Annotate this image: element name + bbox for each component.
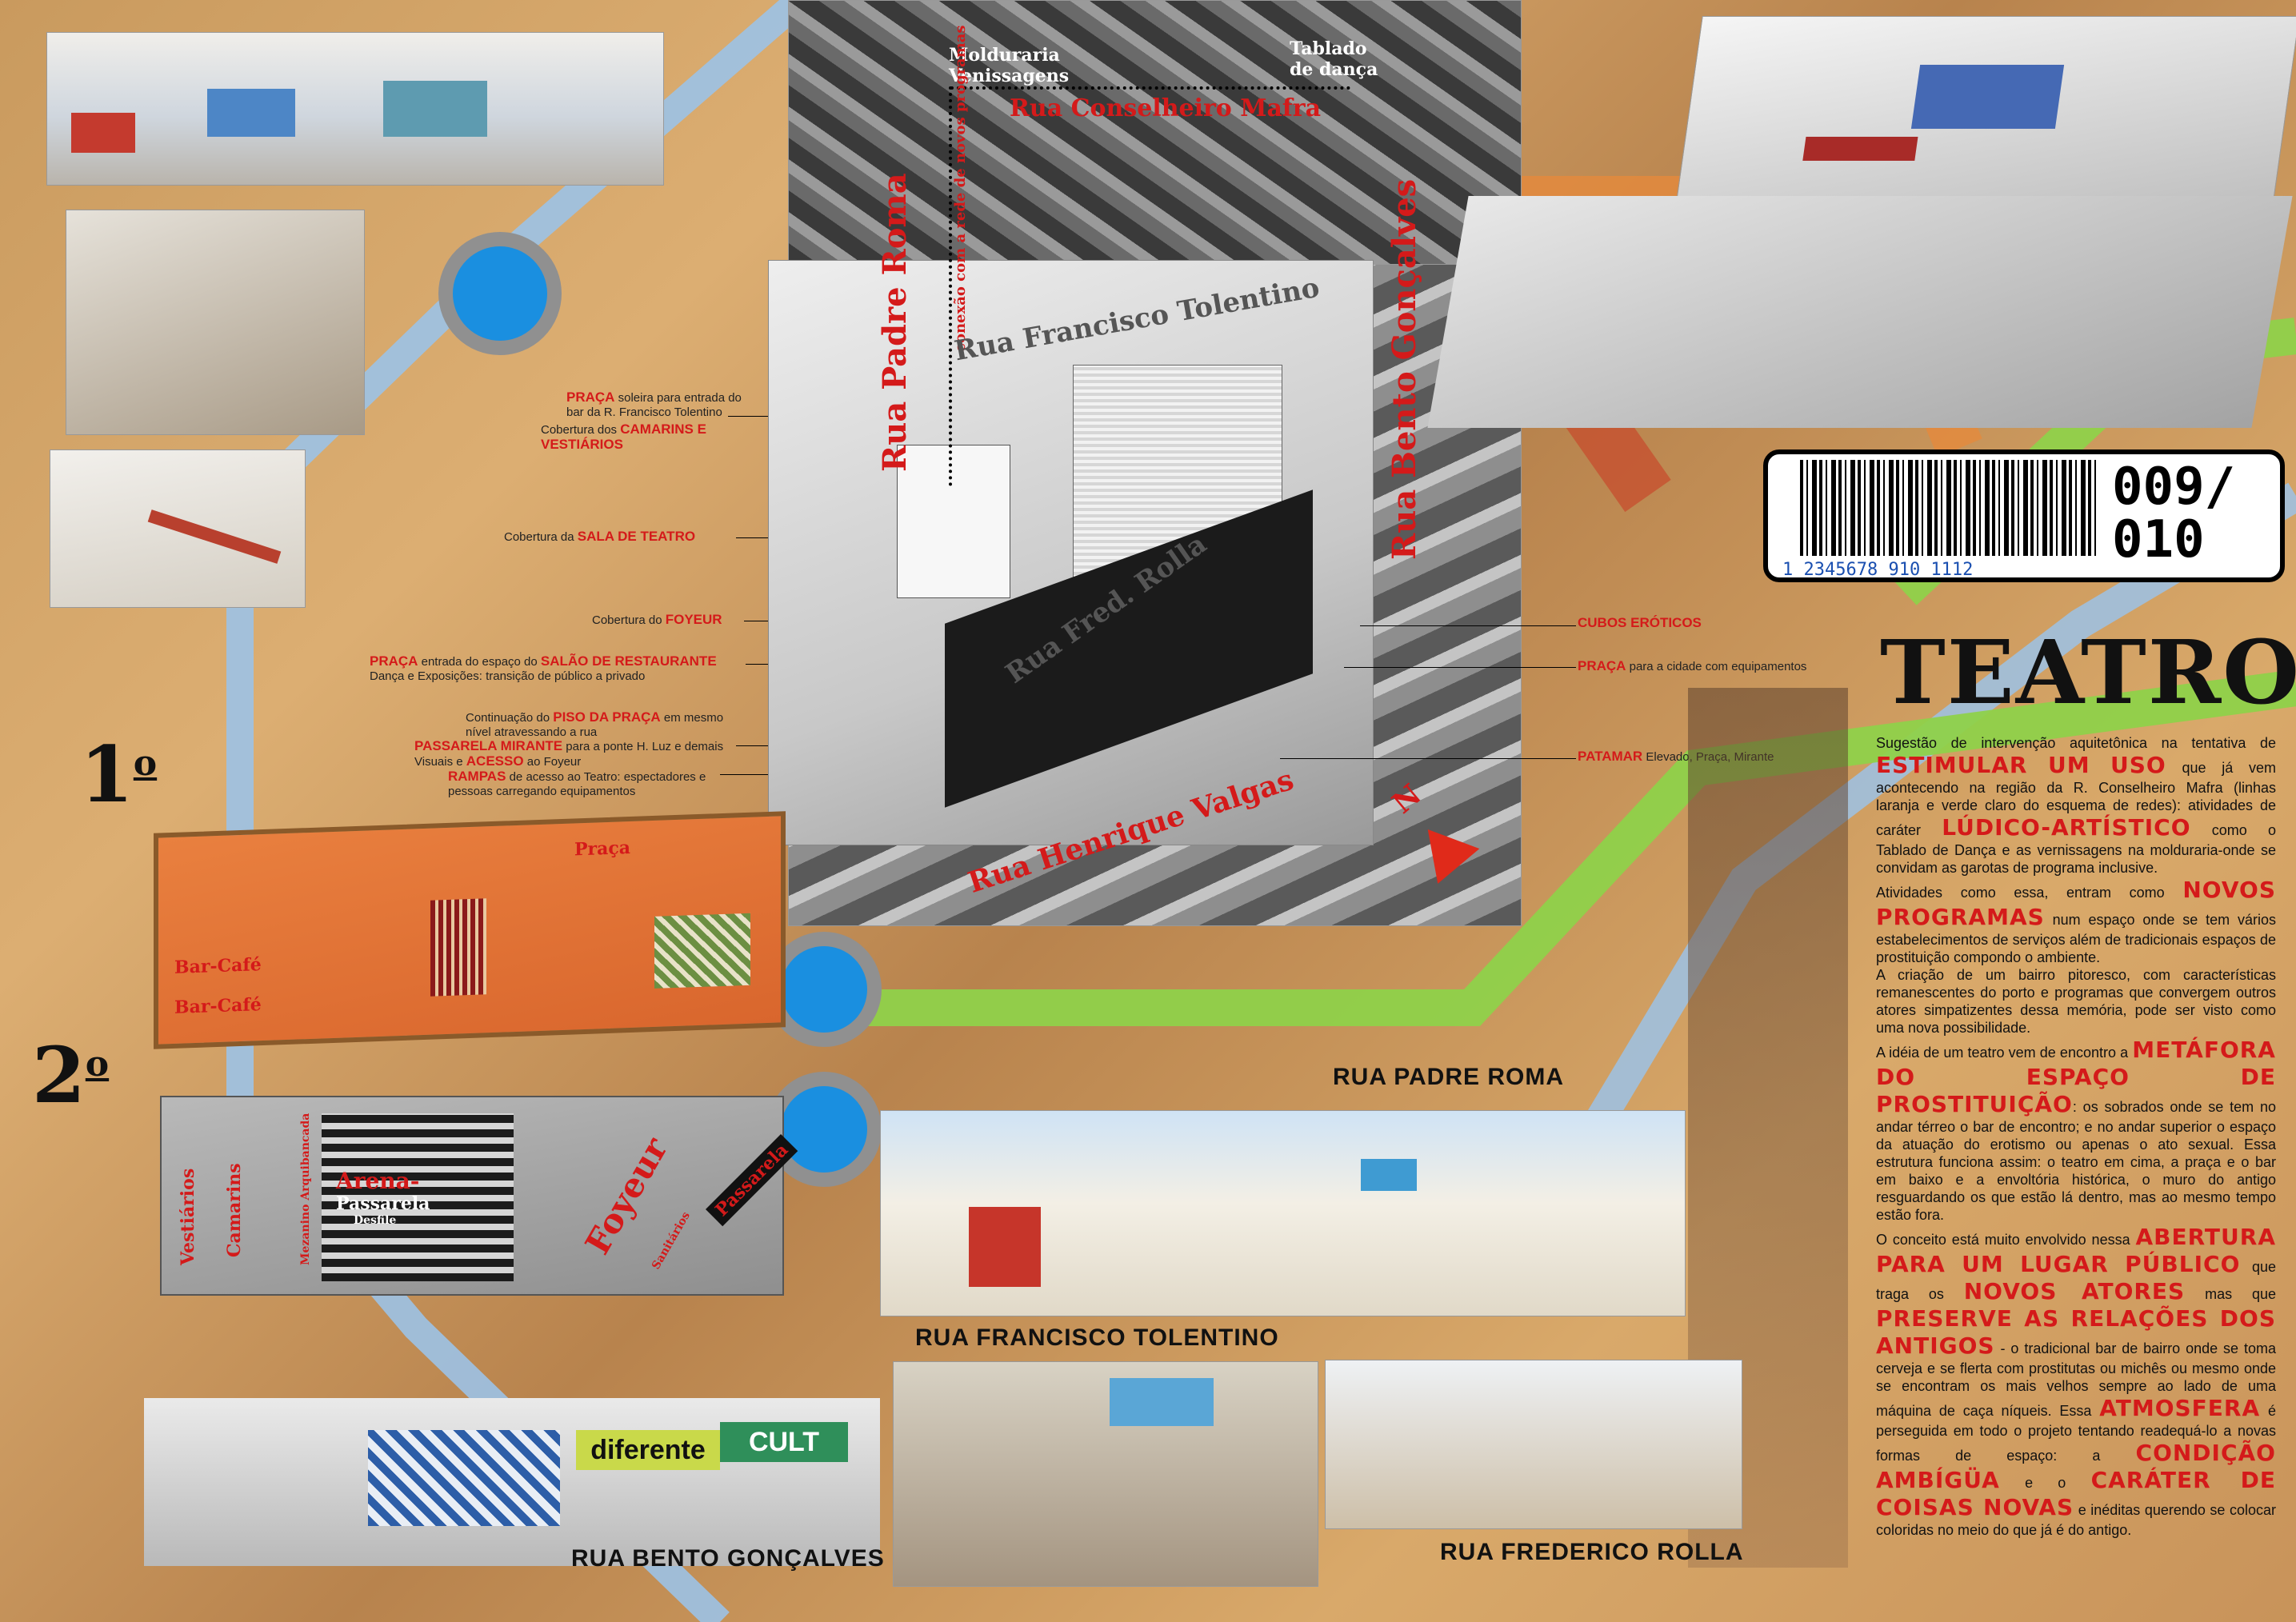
caption-praca-cidade: PRAÇA para a cidade com equipamentos: [1578, 658, 1807, 674]
plan2-desfile: Desfile: [354, 1214, 397, 1227]
plan2-mezanino: Mezanino Arquibancada: [299, 1113, 312, 1265]
barcode-icon: [1800, 460, 2096, 556]
code-number: 009/010: [2112, 457, 2236, 569]
model-block-pattern: [368, 1430, 560, 1526]
model-photo-frederico-rolla-left: [893, 1361, 1318, 1587]
floor-label-2: 2o: [32, 1030, 110, 1121]
aerial-map-top: [788, 0, 1522, 266]
model-block-red: [71, 113, 135, 153]
plan2-arena-label: Arena-Passarela: [336, 1168, 430, 1215]
site-model-topview: [768, 260, 1374, 845]
plan1-bar-cafe: Bar-Café: [174, 994, 262, 1018]
model-block-blue: [1910, 65, 2065, 129]
model-ramp-red: [147, 509, 282, 564]
label-rua-bento-goncalves: Rua Bento Gonçalves: [1386, 178, 1423, 560]
caption-passarela-mirante: PASSARELA MIRANTE para a ponte H. Luz e …: [414, 738, 724, 769]
plan2-vestiarios: Vestiários: [178, 1168, 198, 1265]
model-photo-frederico-rolla-right: [1325, 1360, 1742, 1529]
caption-rua-frederico-rolla: RUA FREDERICO ROLLA: [1440, 1539, 1744, 1565]
caption-praca-soleira: PRAÇA soleira para entrada do bar da R. …: [566, 390, 742, 420]
caption-rua-francisco-tolentino: RUA FRANCISCO TOLENTINO: [915, 1324, 1279, 1351]
plan1-seating: [430, 898, 486, 997]
sign-cult: CULT: [720, 1422, 848, 1462]
plan2-camarins: Camarins: [224, 1163, 245, 1257]
building-block: [897, 445, 1010, 598]
caption-rua-bento-goncalves: RUA BENTO GONÇALVES: [571, 1545, 885, 1572]
plan1-praca: Praça: [574, 837, 631, 861]
floor-plan-2: Arena-Passarela Desfile Foyeur Vestiário…: [160, 1096, 798, 1296]
floor-plan-1: Bar-Café Bar-Café Praça: [154, 811, 786, 1049]
label-rua-padre-roma: Rua Padre Roma: [876, 173, 914, 472]
caption-sala-teatro: Cobertura da SALA DE TEATRO: [504, 529, 696, 545]
model-photo-top-right: [1674, 16, 2296, 218]
model-block-red: [969, 1207, 1041, 1287]
model-photo-bento-goncalves: diferente CULT: [144, 1398, 880, 1566]
caption-rampas: RAMPAS de acesso ao Teatro: espectadores…: [448, 769, 706, 799]
label-rede-novos-programas: conexão com a rede de novos programas: [952, 25, 969, 352]
floor-label-1: 1o: [80, 729, 158, 820]
page-title: TEATRO: [1880, 621, 2296, 724]
description-text: Sugestão de intervenção aquitetônica na …: [1876, 735, 2277, 1538]
model-photo-interior: [66, 210, 365, 435]
model-block-blue: [1110, 1378, 1214, 1426]
barcode-digits: 1 2345678 910 1112: [1782, 560, 1974, 580]
plan2-sanitarios: Sanitários: [650, 1209, 693, 1272]
network-blue-line: [226, 0, 810, 1622]
model-block-teal: [383, 81, 487, 137]
plan1-bar-cafe: Bar-Café: [174, 954, 262, 978]
caption-piso-praca: Continuação do PISO DA PRAÇA em mesmo ní…: [466, 709, 724, 740]
model-block-red: [1802, 137, 1918, 161]
leader-line: [1360, 625, 1576, 626]
plan2-arena: [322, 1113, 514, 1281]
model-block-blue: [1361, 1159, 1417, 1191]
plan1-stairs: [654, 913, 750, 989]
label-rua-conselheiro: Rua Conselheiro Mafra: [1010, 94, 1322, 122]
route-dotted-v: [949, 86, 952, 486]
route-dotted: [950, 86, 1350, 90]
caption-foyeur: Cobertura do FOYEUR: [592, 612, 722, 628]
model-photo-bar: [50, 449, 306, 608]
caption-cubos-eroticos: CUBOS ERÓTICOS: [1578, 615, 1702, 630]
caption-rua-padre-roma: RUA PADRE ROMA: [1333, 1064, 1564, 1090]
network-green-line: [864, 669, 2296, 1026]
model-block-blue: [207, 89, 295, 137]
caption-praca-restaurante: PRAÇA entrada do espaço do SALÃO DE REST…: [370, 653, 717, 684]
sign-diferente: diferente: [576, 1430, 720, 1470]
plan2-foyeur: Foyeur: [578, 1131, 676, 1261]
model-photo-right-aerial: [1427, 196, 2293, 428]
network-node-top: [438, 232, 562, 355]
caption-camarins: Cobertura dos CAMARINS E VESTIÁRIOS: [541, 421, 706, 452]
leader-line: [1280, 758, 1576, 759]
leader-line: [1344, 667, 1576, 668]
model-photo-top-left: [46, 32, 664, 186]
model-photo-padre-roma: [880, 1110, 1686, 1316]
